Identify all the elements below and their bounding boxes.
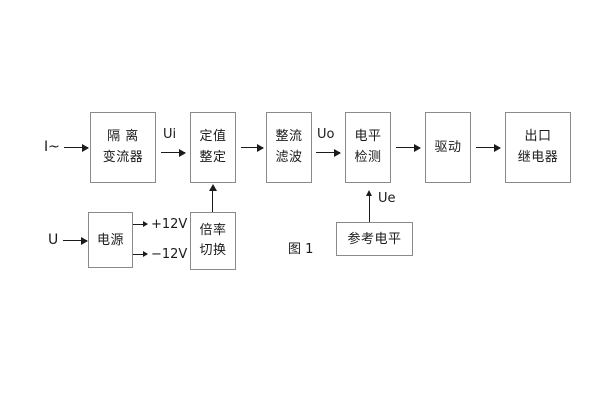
current-input-label: I~ — [44, 139, 60, 155]
block-level-detection-line2: 检测 — [354, 149, 382, 165]
signal-ui-line — [161, 152, 185, 153]
block-isolation-transformer-line1: 隔 离 — [107, 129, 139, 145]
rail-pos-label: +12V — [151, 217, 188, 232]
voltage-input-arrowhead — [81, 236, 88, 245]
signal-ue-line — [369, 196, 370, 222]
signal-ui-arrowhead — [179, 148, 186, 157]
block-output-relay-line1: 出口 — [524, 129, 552, 145]
block-drive-line1: 驱动 — [434, 140, 462, 155]
voltage-input-label: U — [48, 232, 59, 248]
block-level-detection: 电平 检测 — [345, 112, 391, 183]
block-setting-value-line2: 整定 — [199, 149, 227, 165]
block-setting-value: 定值 整定 — [190, 112, 236, 183]
block-isolation-transformer: 隔 离 变流器 — [90, 112, 156, 183]
block-multiplier-switch-line2: 切换 — [199, 243, 227, 258]
rail-neg-label: −12V — [151, 247, 188, 262]
block-setting-value-line1: 定值 — [199, 129, 227, 145]
rail-neg-arrowhead — [143, 251, 148, 257]
signal-uo-label: Uo — [317, 127, 335, 142]
block-level-detection-line1: 电平 — [354, 129, 382, 145]
link-level-to-drive-line — [396, 147, 420, 148]
signal-uo-arrowhead — [334, 148, 341, 157]
link-multiplier-to-setting-line — [212, 189, 213, 212]
block-multiplier-switch: 倍率 切换 — [190, 212, 236, 270]
signal-ue-arrowhead — [366, 190, 372, 196]
signal-uo-line — [316, 152, 340, 153]
voltage-input-line — [63, 240, 87, 241]
link-setting-to-rectify-arrowhead — [257, 143, 264, 152]
current-input-line — [64, 147, 88, 148]
block-reference-level-line1: 参考电平 — [347, 231, 402, 247]
block-multiplier-switch-line1: 倍率 — [199, 222, 227, 238]
block-rectify-filter: 整流 滤波 — [266, 112, 312, 183]
rail-pos-line — [133, 224, 147, 225]
link-setting-to-rectify-line — [241, 147, 263, 148]
link-multiplier-to-setting-arrowhead — [208, 184, 217, 191]
block-output-relay-line2: 继电器 — [517, 149, 559, 165]
block-rectify-filter-line2: 滤波 — [275, 149, 303, 165]
block-power-supply: 电源 — [88, 212, 133, 268]
link-drive-to-relay-line — [476, 147, 500, 148]
signal-ui-label: Ui — [163, 127, 177, 142]
figure-caption: 图 1 — [288, 242, 314, 257]
block-rectify-filter-line1: 整流 — [275, 129, 303, 145]
signal-ue-label: Ue — [378, 191, 396, 206]
rail-neg-line — [133, 254, 147, 255]
block-output-relay: 出口 继电器 — [505, 112, 571, 183]
rail-pos-arrowhead — [143, 221, 148, 227]
link-drive-to-relay-arrowhead — [494, 143, 501, 152]
block-reference-level: 参考电平 — [336, 222, 413, 256]
block-power-supply-line1: 电源 — [96, 232, 124, 248]
current-input-arrowhead — [82, 143, 89, 152]
link-level-to-drive-arrowhead — [414, 143, 421, 152]
block-isolation-transformer-line2: 变流器 — [102, 149, 144, 165]
block-drive: 驱动 — [425, 112, 471, 183]
